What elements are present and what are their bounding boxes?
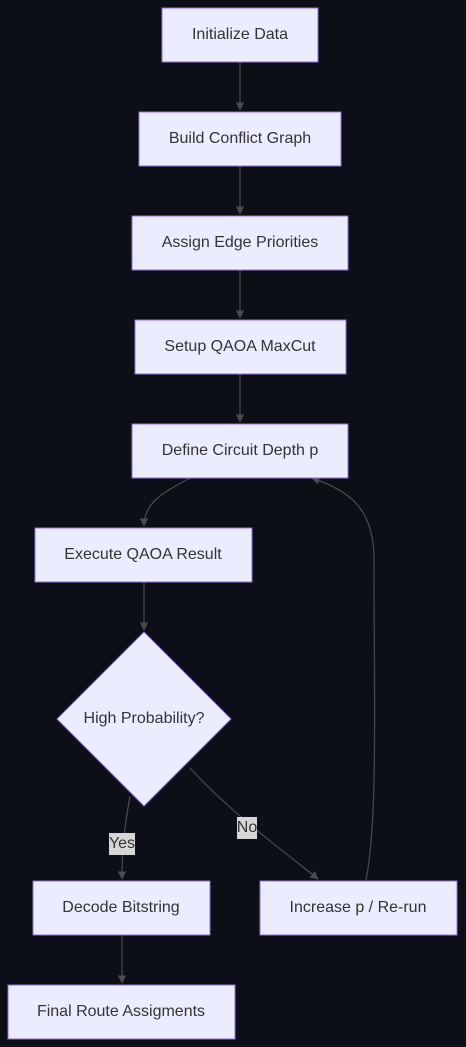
node-initialize-data: Initialize Data [161,7,319,63]
edge-label-no: No [237,817,258,839]
node-assign-edge-priorities: Assign Edge Priorities [131,215,349,271]
node-increase-p-rerun-label: Increase p / Re-run [290,899,427,916]
edge-label-yes-text: Yes [109,835,135,852]
node-setup-qaoa-maxcut: Setup QAOA MaxCut [134,319,347,375]
node-setup-qaoa-maxcut-label: Setup QAOA MaxCut [164,338,316,355]
edge-increase-to-define [311,476,376,881]
edge-define-to-execute [139,477,191,527]
node-initialize-data-label: Initialize Data [192,26,288,43]
node-decode-bitstring-label: Decode Bitstring [62,899,179,916]
edge-label-yes: Yes [109,833,135,855]
node-build-conflict-graph: Build Conflict Graph [138,111,342,167]
node-build-conflict-graph-label: Build Conflict Graph [169,130,311,147]
node-final-route-assignments-label: Final Route Assigments [37,1003,205,1020]
node-define-circuit-depth-label: Define Circuit Depth p [162,442,319,459]
node-define-circuit-depth: Define Circuit Depth p [131,423,349,479]
node-assign-edge-priorities-label: Assign Edge Priorities [162,234,319,251]
node-execute-qaoa-result-label: Execute QAOA Result [64,546,222,563]
decision-high-probability: High Probability? [56,631,232,807]
node-execute-qaoa-result: Execute QAOA Result [34,527,253,583]
edge-label-no-text: No [237,819,258,836]
node-final-route-assignments: Final Route Assigments [7,984,236,1040]
node-decode-bitstring: Decode Bitstring [32,880,211,936]
node-increase-p-rerun: Increase p / Re-run [259,880,458,936]
decision-high-probability-label: High Probability? [84,710,205,727]
